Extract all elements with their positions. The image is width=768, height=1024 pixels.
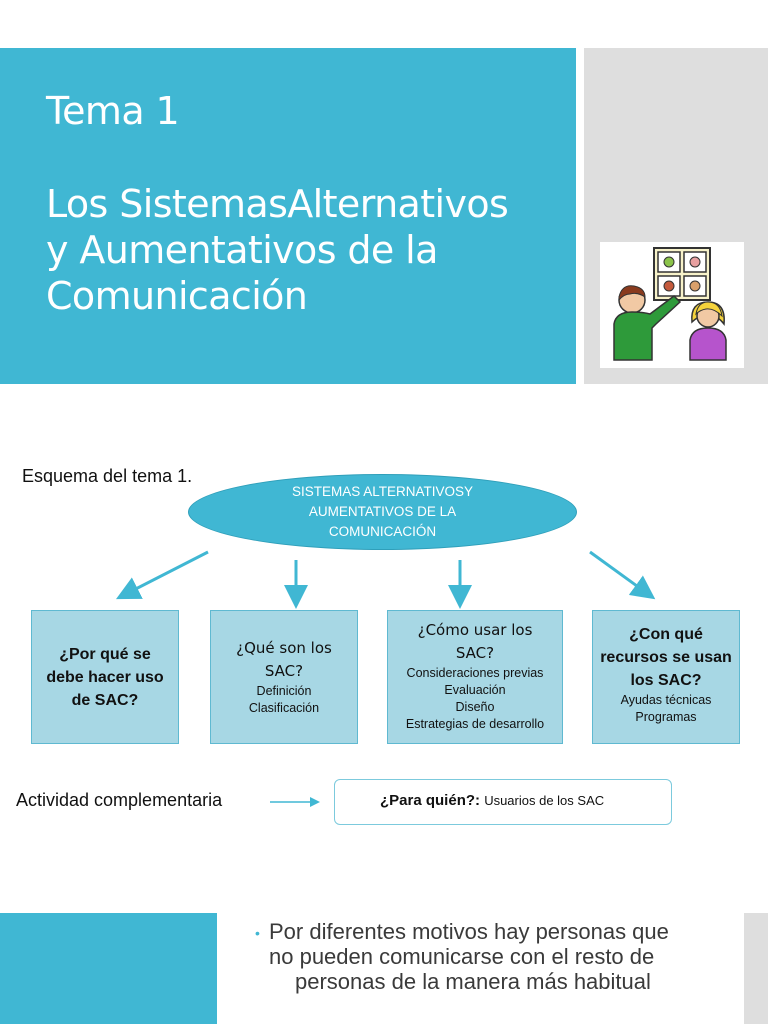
arrow-to-box-4 (589, 550, 656, 600)
slide-title: Tema 1 Los SistemasAlternativos y Aument… (46, 89, 509, 319)
box-details: Definición Clasificación (248, 684, 320, 715)
box-details: Consideraciones previas Evaluación Diseñ… (405, 666, 545, 731)
box-resources-sac: ¿Con qué recursos se usan los SAC? Ayuda… (592, 610, 740, 744)
bullet-line: no pueden comunicarse con el resto de (269, 944, 655, 969)
box-question: ¿Qué son los SAC? (236, 639, 332, 680)
bullet-line: Por diferentes motivos hay personas que (269, 919, 669, 944)
for-whom-question: ¿Para quién?: (380, 792, 481, 809)
arrow-to-box-1 (115, 550, 209, 600)
bullet-line: personas de la manera más habitual (295, 969, 651, 994)
activity-arrow-icon (270, 797, 320, 807)
box-question: ¿Por qué se debe hacer uso de SAC? (46, 646, 164, 709)
slide3-bullet-text: • Por diferentes motivos hay personas qu… (255, 919, 725, 994)
scheme-title: Esquema del tema 1. (22, 466, 193, 486)
box-details: Ayudas técnicas Programas (620, 693, 712, 724)
slide3-side-panel (744, 913, 768, 1024)
children-pointing-board-image (613, 247, 727, 361)
for-whom-box: ¿Para quién?: Usuarios de los SAC (334, 779, 672, 825)
bullet-icon: • (255, 925, 260, 941)
communication-board-illustration (600, 242, 744, 368)
activity-label: Actividad complementaria (16, 790, 223, 810)
box-question: ¿Cómo usar los SAC? (417, 621, 533, 662)
for-whom-answer: Usuarios de los SAC (484, 793, 605, 808)
box-question: ¿Con qué recursos se usan los SAC? (600, 626, 732, 689)
box-how-use-sac: ¿Cómo usar los SAC? Consideraciones prev… (387, 610, 563, 744)
slide3-accent-panel (0, 913, 217, 1024)
slide1-title-panel (0, 48, 576, 384)
central-topic-ellipse (188, 474, 577, 550)
box-what-are-sac: ¿Qué son los SAC? Definición Clasificaci… (210, 610, 358, 744)
box-why-use-sac: ¿Por qué se debe hacer uso de SAC? (31, 610, 179, 744)
diagram-arrows (115, 550, 656, 609)
central-topic-text: SISTEMAS ALTERNATIVOSY AUMENTATIVOS DE L… (291, 484, 474, 539)
